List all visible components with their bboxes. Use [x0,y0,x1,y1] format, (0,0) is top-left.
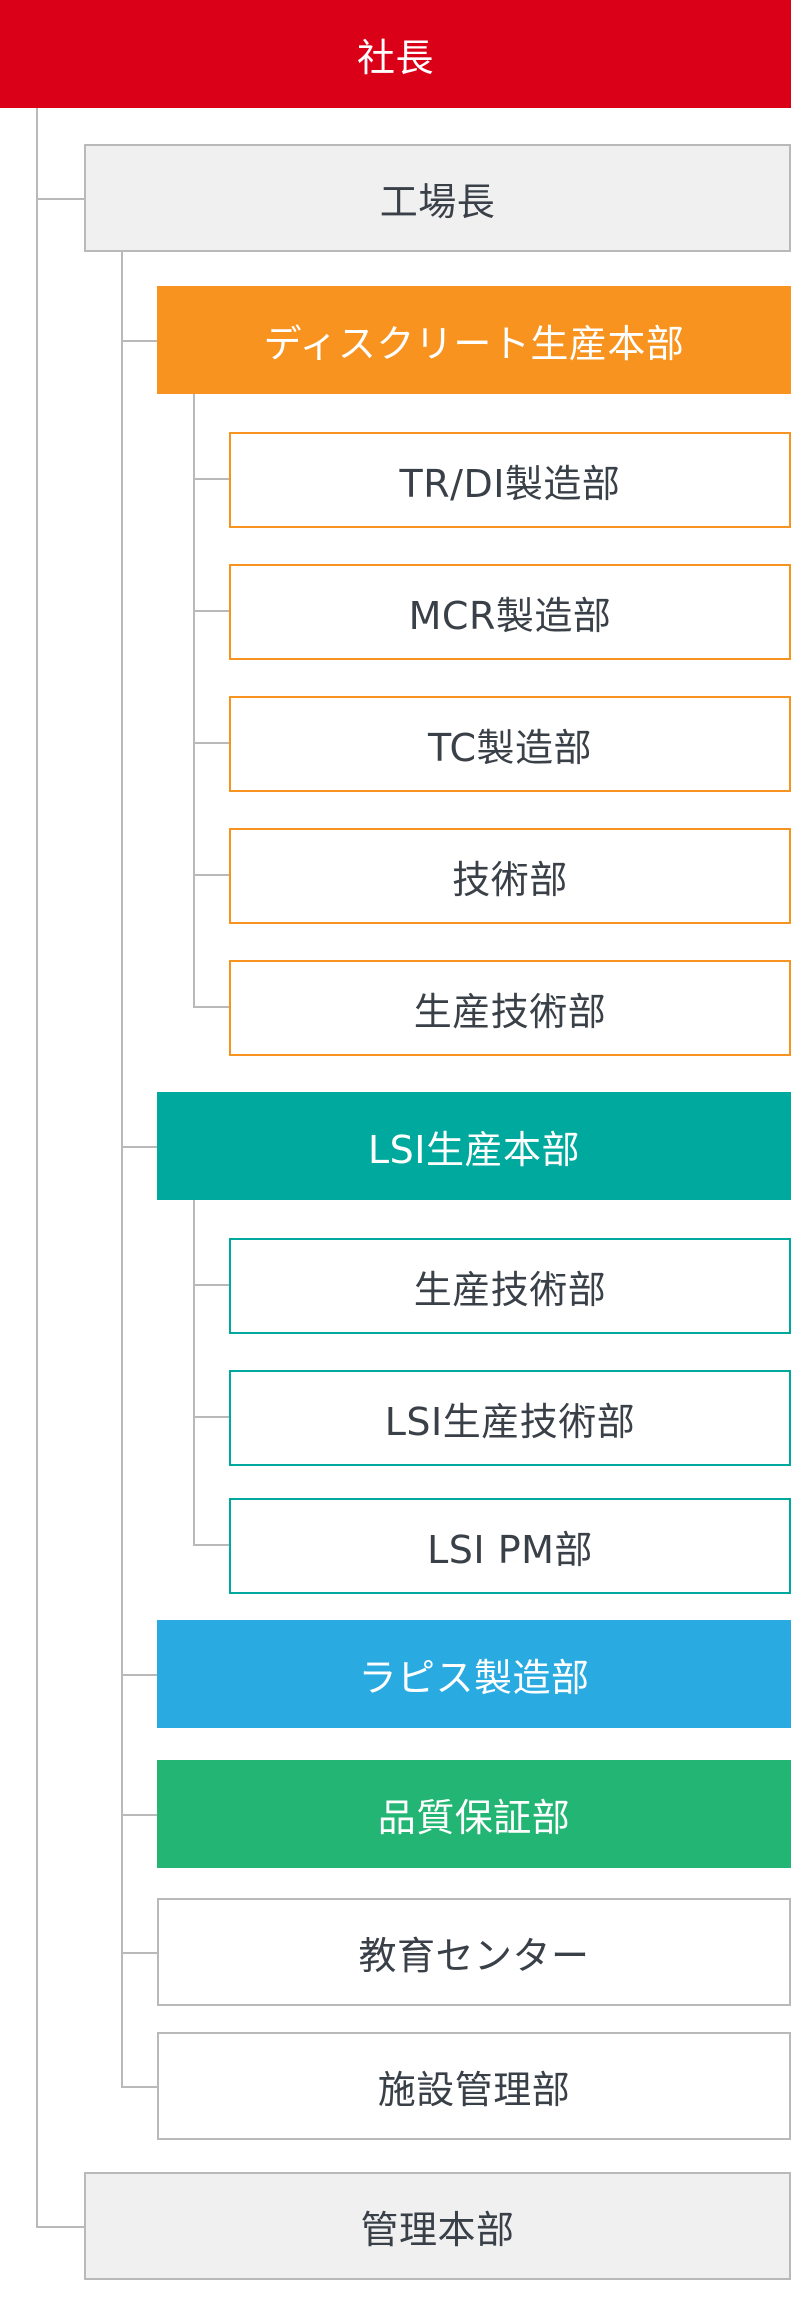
discrete-dept-box: MCR製造部 [229,564,791,660]
connector-line [121,340,157,342]
lsi-dept-box: LSI生産技術部 [229,1370,791,1466]
dept-label: TR/DI製造部 [399,461,621,506]
dept-label: TC製造部 [427,725,593,770]
discrete-hq-label: ディスクリート生産本部 [263,321,685,366]
connector-line [121,2086,157,2088]
connector-line [121,1146,157,1148]
lsi-hq-label: LSI生産本部 [368,1127,580,1172]
discrete-hq-box: ディスクリート生産本部 [157,286,791,394]
facility-box: 施設管理部 [157,2032,791,2140]
dept-label: MCR製造部 [408,593,612,638]
connector-line [193,610,229,612]
connector-line [121,250,123,2086]
quality-label: 品質保証部 [377,1795,571,1840]
discrete-dept-box: 生産技術部 [229,960,791,1056]
discrete-dept-box: 技術部 [229,828,791,924]
connector-line [193,1544,229,1546]
lapis-box: ラピス製造部 [157,1620,791,1728]
lsi-dept-box: 生産技術部 [229,1238,791,1334]
connector-line [121,1674,157,1676]
dept-label: 技術部 [452,857,568,902]
plant-manager-label: 工場長 [379,179,496,224]
lsi-dept-box: LSI PM部 [229,1498,791,1594]
connector-line [193,1284,229,1286]
admin-hq-box: 管理本部 [84,2172,791,2280]
connector-line [193,874,229,876]
connector-line [193,1416,229,1418]
admin-hq-label: 管理本部 [360,2207,515,2252]
connector-line [36,2226,84,2228]
lsi-hq-box: LSI生産本部 [157,1092,791,1200]
connector-line [36,198,84,200]
facility-label: 施設管理部 [377,2067,571,2112]
connector-line [121,1952,157,1954]
discrete-dept-box: TR/DI製造部 [229,432,791,528]
dept-label: 生産技術部 [413,989,607,1034]
dept-label: LSI生産技術部 [384,1399,636,1444]
dept-label: LSI PM部 [427,1527,593,1572]
connector-line [193,394,195,1008]
quality-box: 品質保証部 [157,1760,791,1868]
president-box: 社長 [0,0,791,108]
education-label: 教育センター [358,1933,590,1978]
education-box: 教育センター [157,1898,791,2006]
connector-line [193,1200,195,1546]
discrete-dept-box: TC製造部 [229,696,791,792]
connector-line [36,108,38,2228]
connector-line [193,742,229,744]
connector-line [121,1814,157,1816]
connector-line [193,1006,229,1008]
connector-line [193,478,229,480]
plant-manager-box: 工場長 [84,144,791,252]
president-label: 社長 [356,35,434,80]
lapis-label: ラピス製造部 [358,1655,590,1700]
dept-label: 生産技術部 [413,1267,607,1312]
